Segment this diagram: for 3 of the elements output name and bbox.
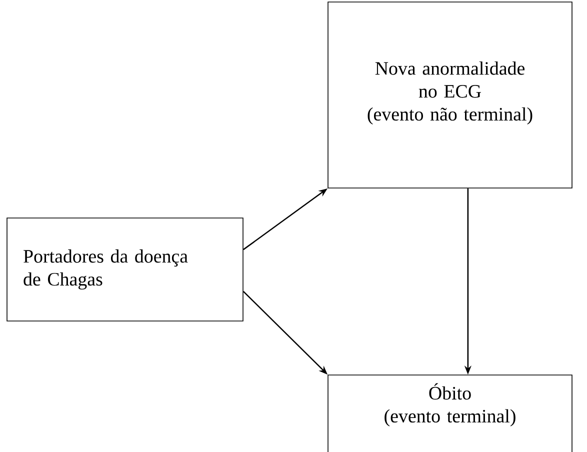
process-box: Portadores da doença de Chagas xyxy=(6,218,244,322)
process-box: Óbito (evento terminal) xyxy=(328,374,572,452)
process-box: Nova anormalidade no ECG (evento não terminal) xyxy=(328,2,572,188)
